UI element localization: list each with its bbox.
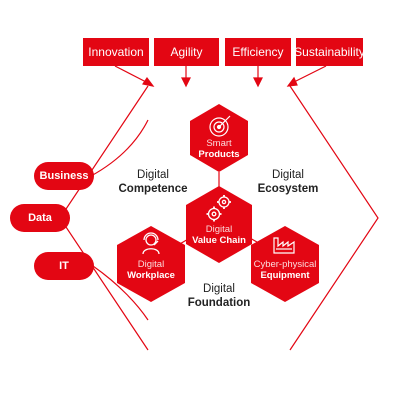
ecosystem-line2: Ecosystem [257,183,319,195]
foundation-line2: Foundation [187,297,251,309]
ecosystem-line1: Digital [272,169,304,181]
outer-frame-right [289,85,379,351]
competence-line2: Competence [118,183,188,195]
pill-business: Business [34,162,94,190]
factory-icon [273,237,295,254]
arrowhead-innovation [142,76,155,87]
hex-workplace [117,226,185,302]
foundation-line1: Digital [203,283,235,295]
connector-business [90,119,149,177]
pill-it: IT [34,252,94,280]
box-sustainability: Sustainability [294,38,365,66]
hex-text-smart-products: Smart Products [189,138,249,160]
arrow-sustainability [291,65,327,84]
hex-text-cyber-physical: Cyber-physical Equipment [250,259,320,281]
outer-frame-left [59,85,149,351]
arrow-innovation [114,65,151,85]
workplace-line2: Workplace [127,270,175,281]
box-agility: Agility [154,38,219,66]
hex-value-chain [186,186,252,263]
arrowhead-efficiency [253,77,263,88]
headset-user-icon [142,232,160,255]
arrowhead-sustainability [286,76,298,87]
pill-data: Data [10,204,70,232]
connector-it [92,265,149,321]
label-digital-competence: Digital Competence [113,168,193,196]
hex-smart-products [190,104,248,172]
arrowhead-agility [181,77,191,88]
smart-products-line1: Smart [206,138,232,149]
box-innovation: Innovation [83,38,149,66]
target-icon [209,115,231,137]
hex-text-workplace: Digital Workplace [116,259,186,281]
smart-products-line2: Products [198,149,240,160]
cyber-physical-line1: Cyber-physical [253,259,317,270]
gears-icon [206,195,231,222]
competence-line1: Digital [137,169,169,181]
hex-cyber-physical [251,226,319,302]
hex-text-value-chain: Digital Value Chain [184,224,254,246]
label-digital-foundation: Digital Foundation [179,282,259,310]
label-digital-ecosystem: Digital Ecosystem [248,168,328,196]
box-efficiency: Efficiency [225,38,291,66]
cyber-physical-line2: Equipment [260,270,310,281]
value-chain-line2: Value Chain [192,235,246,246]
workplace-line1: Digital [137,259,165,270]
value-chain-line1: Digital [205,224,233,235]
